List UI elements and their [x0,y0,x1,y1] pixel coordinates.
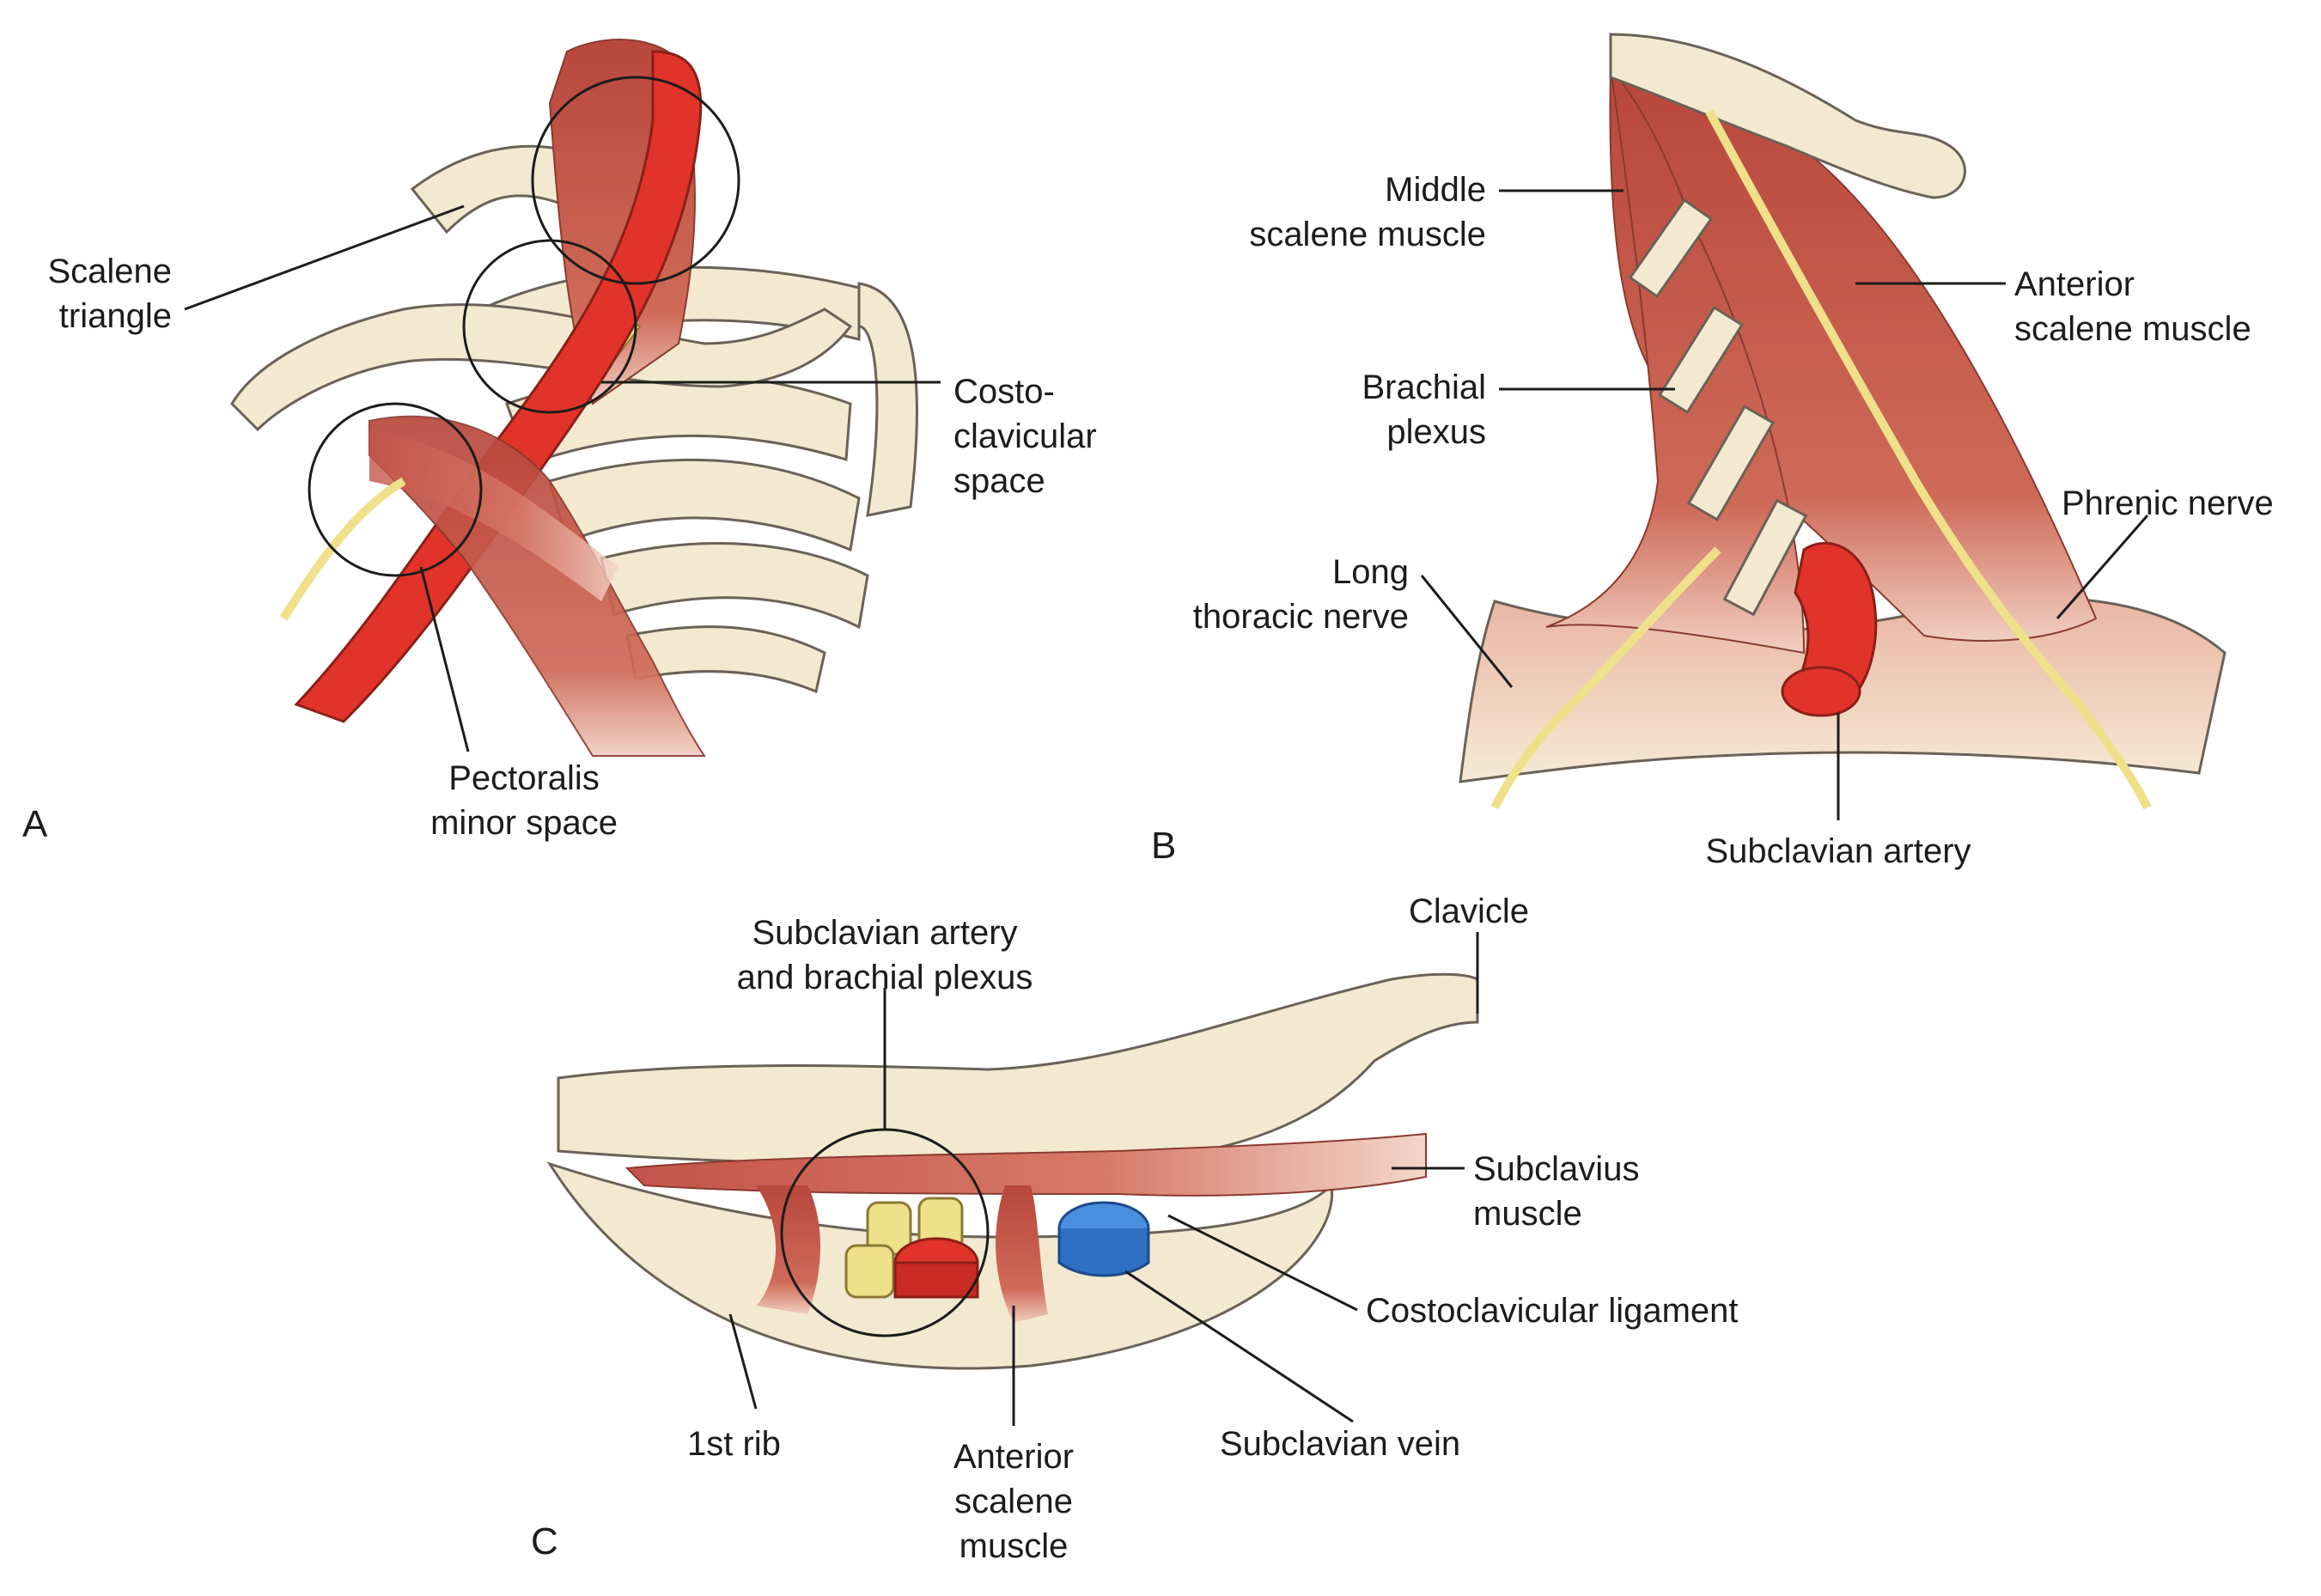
label-line: Scalene [47,253,172,290]
label-line: plexus [1386,413,1486,451]
label-costoclavicular-ligament: Costoclavicular ligament [1366,1288,1739,1333]
subclavian-vein-c-body [1057,1228,1150,1277]
label-first-rib: 1st rib [687,1422,781,1466]
pectoralis-minor-space-circle [308,402,483,577]
label-subclavian-artery-b: Subclavian artery [1666,829,2010,874]
leader-first-rib [728,1313,758,1410]
subclavian-artery-b-end [1781,666,1861,717]
subclavian-artery-c-body [893,1261,979,1299]
label-line: muscle [1473,1195,1582,1233]
leader-subclavian-vein [1124,1270,1354,1423]
label-line: Subclavius [1473,1150,1640,1188]
label-line: Anterior [2014,265,2135,303]
label-anterior-scalene-muscle: Anterior scalene muscle [2014,262,2251,351]
label-line: Costo- [953,373,1055,411]
clavicle-c [557,972,1479,1166]
leader-pectoralis-minor-space [419,566,470,752]
label-line: Subclavian vein [1220,1425,1461,1463]
clavicle-a [230,303,853,432]
leader-phrenic-nerve [2056,515,2149,619]
label-pectoralis-minor-space: Pectoralis minor space [395,756,653,845]
label-line: thoracic nerve [1192,598,1409,636]
label-line: triangle [58,297,172,335]
leader-long-thoracic [1420,575,1514,688]
nerve-branch-a [279,477,406,621]
label-middle-scalene-muscle: Middle scalene muscle [1185,168,1486,257]
brachial-plexus-c [844,1197,964,1299]
label-long-thoracic-nerve: Long thoracic nerve [1134,550,1409,639]
scalene-slip-right [996,1185,1048,1323]
label-line: 1st rib [687,1425,781,1463]
long-thoracic-nerve-b [1490,546,1721,810]
scalene-slip-left [756,1185,820,1314]
scalene-triangle-circle [531,76,740,285]
label-subclavius-muscle: Subclavius muscle [1473,1147,1639,1236]
label-line: Subclavian artery [752,914,1018,952]
subclavian-artery-b [1793,541,1878,706]
panel-letter-a: A [22,803,48,845]
subclavian-artery-a [294,50,703,723]
label-scalene-triangle: Scalene triangle [17,249,172,338]
bone-top-b [1609,33,1966,199]
transverse-processes [1628,198,1808,617]
costoclavicular-space-circle [462,239,637,414]
label-anterior-scalene-muscle-c: Anterior scalene muscle [919,1435,1108,1569]
label-line: scalene muscle [1249,216,1486,253]
label-line: Anterior [953,1438,1075,1476]
label-line: Phrenic nerve [2062,484,2274,522]
label-line: minor space [430,804,618,842]
label-phrenic-nerve: Phrenic nerve [2062,481,2274,526]
label-line: Long [1332,553,1409,591]
label-line: Pectoralis [448,759,600,797]
label-line: Clavicle [1409,892,1530,930]
label-line: and brachial plexus [736,959,1033,996]
label-line: clavicular [953,417,1097,455]
pectoralis-minor-fibers [369,429,618,601]
label-line: Costoclavicular ligament [1366,1292,1739,1330]
label-line: scalene [954,1483,1073,1520]
label-costoclavicular-space: Costo- clavicular space [953,369,1097,503]
panel-letter-c: C [531,1520,558,1562]
leader-scalene-triangle [184,204,465,311]
phrenic-nerve-b [1705,109,2152,810]
panel-c-illustration [546,932,1479,1426]
label-line: Middle [1385,171,1486,209]
label-line: Subclavian artery [1705,832,1971,870]
label-line: muscle [959,1527,1069,1565]
leader-costoclavicular-ligament [1167,1214,1358,1312]
label-line: Brachial [1362,369,1486,406]
panel-b-illustration [1420,33,2227,820]
label-line: scalene muscle [2014,310,2251,348]
label-subclavian-vein: Subclavian vein [1220,1422,1460,1466]
panel-letter-b: B [1151,825,1177,867]
label-line: space [953,462,1045,500]
panel-a-illustration [184,39,941,757]
label-brachial-plexus: Brachial plexus [1271,365,1486,454]
label-clavicle: Clavicle [1409,889,1529,934]
label-subclavian-artery-and-brachial-plexus: Subclavian artery and brachial plexus [696,911,1074,1000]
subclavius-muscle-c [624,1132,1427,1197]
